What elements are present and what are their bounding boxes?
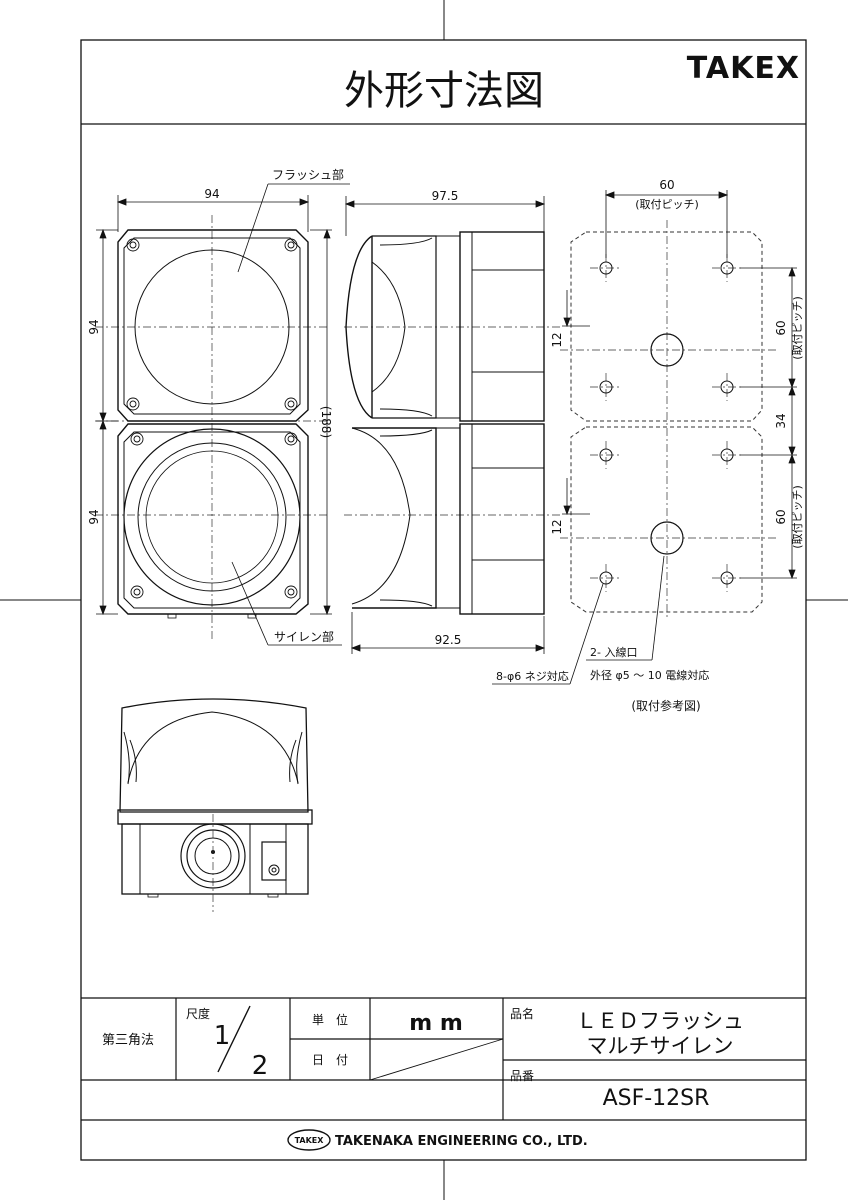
side-view: [344, 231, 560, 615]
dim-mount-pitch-v-top-label: (取付ピッチ): [791, 296, 804, 360]
unit-label: 単 位: [312, 1012, 348, 1027]
front-view: [95, 215, 330, 640]
dim-hole-offset-bottom: 12: [550, 519, 564, 534]
dim-front-height-bottom: 94: [87, 509, 101, 524]
unit-value: m m: [409, 1011, 463, 1036]
sheet-border: [80, 39, 807, 1161]
iso-view: [117, 698, 313, 912]
date-label: 日 付: [312, 1053, 348, 1067]
title-block: [81, 997, 806, 1121]
brand-logo: TAKEX: [687, 51, 800, 86]
company-name: TAKENAKA ENGINEERING CO., LTD.: [335, 1134, 588, 1149]
part-number-value: ASF-12SR: [603, 1086, 710, 1111]
scale-label: 尺度: [186, 1006, 210, 1021]
callout-siren: サイレン部: [274, 629, 334, 644]
dim-mount-pitch-v-bottom-label: (取付ピッチ): [791, 485, 804, 549]
callout-flash: フラッシュ部: [272, 167, 344, 182]
projection-label: 第三角法: [102, 1033, 154, 1048]
scale-denominator: 2: [252, 1051, 269, 1081]
product-name-line1: ＬＥＤフラッシュ: [576, 1009, 744, 1033]
product-name-label: 品名: [510, 1006, 534, 1021]
mounting-view: [560, 220, 776, 620]
dim-side-depth-bottom: 92.5: [435, 633, 462, 647]
dim-front-height-top: 94: [87, 319, 101, 334]
front-dimensions: [96, 183, 350, 646]
page-title: 外形寸法図: [344, 68, 544, 114]
dim-hole-offset-top: 12: [550, 332, 564, 347]
dim-mount-pitch-h-label: (取付ピッチ): [635, 198, 699, 211]
product-name-line2: マルチサイレン: [587, 1034, 734, 1058]
dim-front-width: 94: [204, 187, 219, 201]
dim-side-depth-top: 97.5: [432, 189, 459, 203]
dim-total-height: (188): [319, 406, 333, 438]
side-dimensions: [344, 196, 546, 654]
footer-logo-text: TAKEX: [295, 1136, 325, 1145]
mounting-dimensions: [492, 190, 797, 685]
callout-inlet: 2- 入線口: [590, 645, 637, 659]
part-number-label: 品番: [510, 1069, 534, 1083]
scale-numerator: 1: [214, 1021, 231, 1051]
footer-logo: TAKEX: [287, 1129, 331, 1151]
dim-gap: 34: [774, 413, 788, 428]
dim-mount-pitch-v-bottom: 60: [774, 509, 788, 524]
dim-mount-pitch-v-top: 60: [774, 320, 788, 335]
callout-wire: 外径 φ5 ～ 10 電線対応: [590, 668, 709, 682]
dim-mount-pitch-h: 60: [659, 178, 674, 192]
callout-mount-ref: (取付参考図): [631, 698, 700, 713]
callout-screw: 8-φ6 ネジ対応: [496, 669, 569, 683]
